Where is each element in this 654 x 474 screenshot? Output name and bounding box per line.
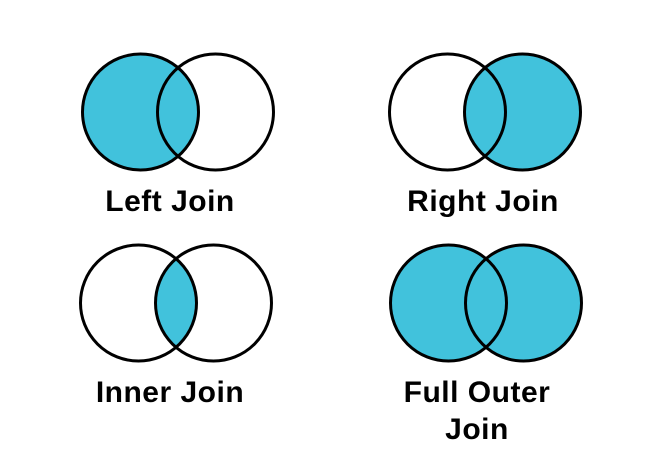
- full-outer-join-venn-diagram: [389, 243, 583, 363]
- left-join-label: Left Join: [105, 185, 235, 218]
- left-join-left-circle-outline: [81, 52, 200, 172]
- full-outer-join-left-circle-outline: [389, 243, 508, 363]
- full-outer-join-right-circle-outline: [464, 243, 583, 363]
- right-join-venn-diagram: [388, 52, 582, 172]
- inner-join-left-circle-outline: [79, 243, 198, 363]
- full-outer-join-shaded-right-circle: [465, 245, 582, 361]
- inner-join-right-circle-outline: [154, 243, 273, 363]
- inner-join-shaded-intersection: [155, 258, 197, 348]
- inner-join-venn-diagram: [79, 243, 273, 363]
- left-join-venn-diagram: [81, 52, 275, 172]
- full-outer-join-label: Full Outer Join: [403, 376, 551, 446]
- left-join-right-circle-outline: [156, 52, 275, 172]
- inner-join-label: Inner Join: [95, 376, 245, 409]
- right-join-right-circle-outline: [463, 52, 582, 172]
- right-join-shaded-right-circle: [464, 54, 581, 170]
- right-join-left-circle-outline: [388, 52, 507, 172]
- right-join-label: Right Join: [407, 185, 559, 218]
- left-join-shaded-left-circle: [82, 54, 199, 170]
